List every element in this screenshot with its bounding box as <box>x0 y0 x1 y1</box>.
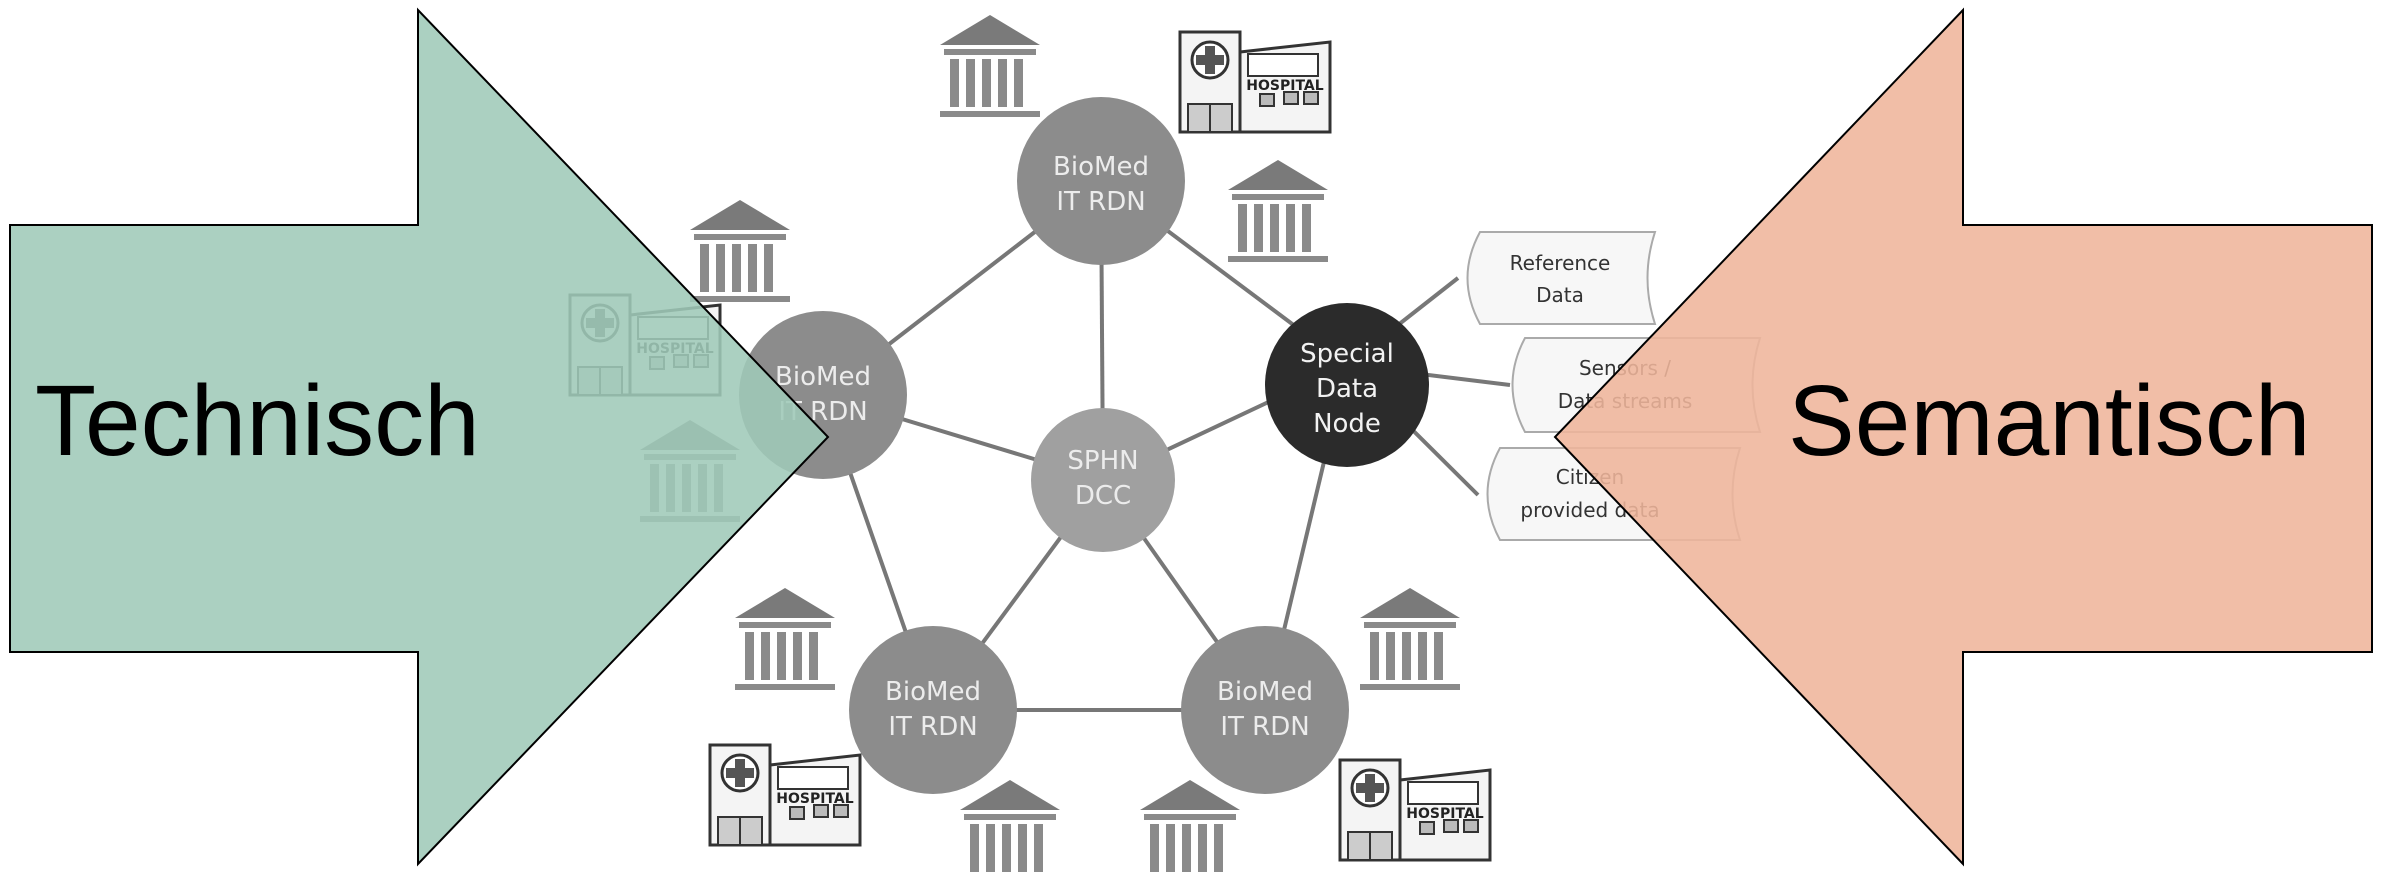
institution-icon <box>690 200 790 302</box>
svg-text:IT RDN: IT RDN <box>888 712 977 742</box>
arrow-semantisch: Semantisch <box>1553 7 2373 867</box>
svg-text:IT RDN: IT RDN <box>1056 187 1145 217</box>
hospital-icon: HOSPITAL <box>1178 30 1332 134</box>
label-semantisch: Semantisch <box>1788 365 2310 477</box>
svg-text:Special: Special <box>1300 339 1394 369</box>
svg-text:Reference: Reference <box>1510 251 1611 275</box>
svg-text:BioMed: BioMed <box>775 362 871 392</box>
node-sphn-dcc: SPHN DCC <box>1031 408 1175 552</box>
institution-icon <box>960 780 1060 875</box>
svg-text:BioMed: BioMed <box>1217 677 1313 707</box>
svg-text:Node: Node <box>1313 409 1381 439</box>
hospital-icon: HOSPITAL <box>708 743 862 847</box>
svg-text:IT RDN: IT RDN <box>1220 712 1309 742</box>
institution-icon <box>1140 780 1240 875</box>
svg-text:HOSPITAL: HOSPITAL <box>1406 806 1483 822</box>
svg-text:Data: Data <box>1316 374 1378 404</box>
institution-icon <box>1228 160 1328 262</box>
svg-text:BioMed: BioMed <box>885 677 981 707</box>
arrow-technisch: Technisch <box>9 7 830 867</box>
svg-text:HOSPITAL: HOSPITAL <box>1246 78 1323 94</box>
label-technisch: Technisch <box>35 365 480 477</box>
svg-text:DCC: DCC <box>1075 481 1131 511</box>
svg-text:Data: Data <box>1536 283 1584 307</box>
node-biomed-bottom-right: BioMed IT RDN <box>1181 626 1349 794</box>
hospital-icon: HOSPITAL <box>1338 758 1492 862</box>
node-special-data: Special Data Node <box>1265 303 1429 467</box>
institution-icon <box>940 15 1040 117</box>
node-biomed-bottom-left: BioMed IT RDN <box>849 626 1017 794</box>
source-reference-data: Reference Data <box>1466 231 1657 325</box>
institution-icon <box>735 588 835 690</box>
svg-text:SPHN: SPHN <box>1067 446 1138 476</box>
institution-icon <box>1360 588 1460 690</box>
svg-text:HOSPITAL: HOSPITAL <box>776 791 853 807</box>
svg-text:BioMed: BioMed <box>1053 152 1149 182</box>
node-biomed-top: BioMed IT RDN <box>1017 97 1185 265</box>
